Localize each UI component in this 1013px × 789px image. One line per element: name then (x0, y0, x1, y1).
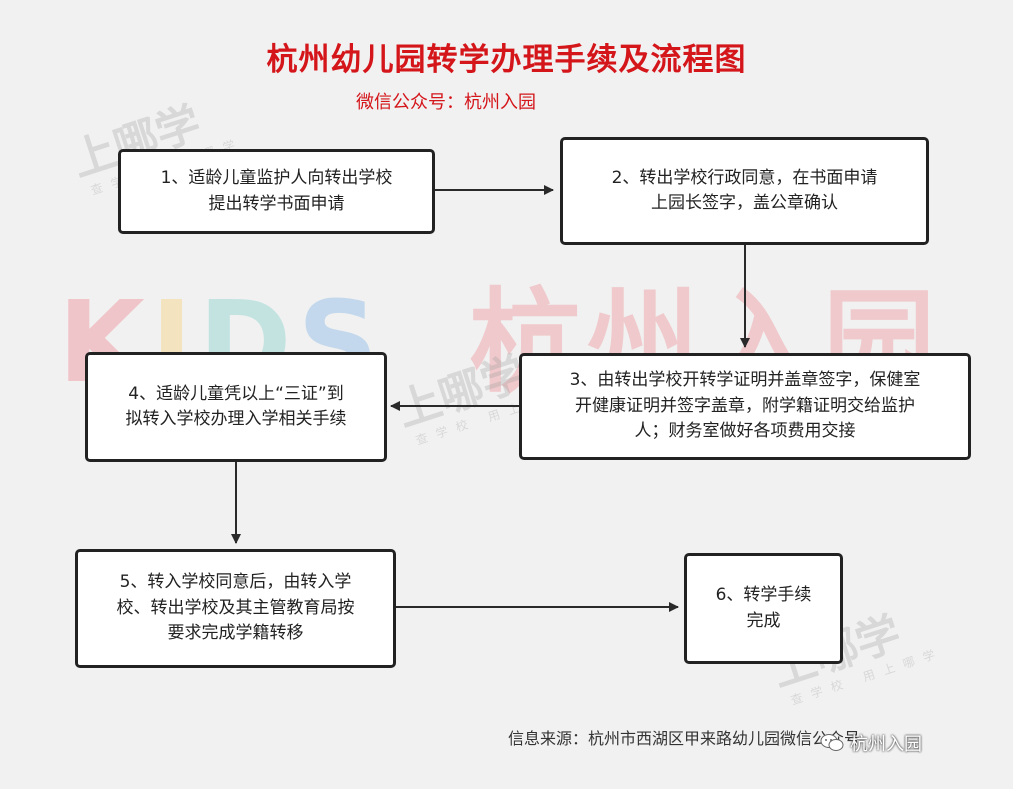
page-subtitle: 微信公众号：杭州入园 (356, 92, 536, 113)
step-2-box: 2、转出学校行政同意，在书面申请 上园长签字，盖公章确认 (560, 137, 929, 245)
source-note: 信息来源：杭州市西湖区甲来路幼儿园微信公众号 (508, 729, 861, 748)
step-5-box: 5、转入学校同意后，由转入学 校、转出学校及其主管教育局按 要求完成学籍转移 (75, 549, 396, 668)
wechat-account-name: 杭州入园 (850, 734, 922, 755)
step-4-text: 4、适龄儿童凭以上“三证”到 拟转入学校办理入学相关手续 (125, 383, 347, 430)
wechat-account-badge: 杭州入园 (820, 730, 922, 756)
step-2-text: 2、转出学校行政同意，在书面申请 上园长签字，盖公章确认 (611, 167, 878, 214)
step-3-text: 3、由转出学校开转学证明并盖章签字，保健室 开健康证明并签字盖章，附学籍证明交给… (569, 370, 921, 442)
step-1-text: 1、适龄儿童监护人向转出学校 提出转学书面申请 (160, 168, 393, 214)
wechat-icon (820, 734, 844, 751)
page-title: 杭州幼儿园转学办理手续及流程图 (266, 42, 747, 78)
step-5-text: 5、转入学校同意后，由转入学 校、转出学校及其主管教育局按 要求完成学籍转移 (116, 572, 355, 644)
step-6-box: 6、转学手续 完成 (684, 553, 843, 664)
step-6-text: 6、转学手续 完成 (715, 585, 812, 631)
step-4-box: 4、适龄儿童凭以上“三证”到 拟转入学校办理入学相关手续 (85, 352, 387, 462)
step-3-box: 3、由转出学校开转学证明并盖章签字，保健室 开健康证明并签字盖章，附学籍证明交给… (519, 353, 971, 460)
step-1-box: 1、适龄儿童监护人向转出学校 提出转学书面申请 (118, 149, 435, 234)
